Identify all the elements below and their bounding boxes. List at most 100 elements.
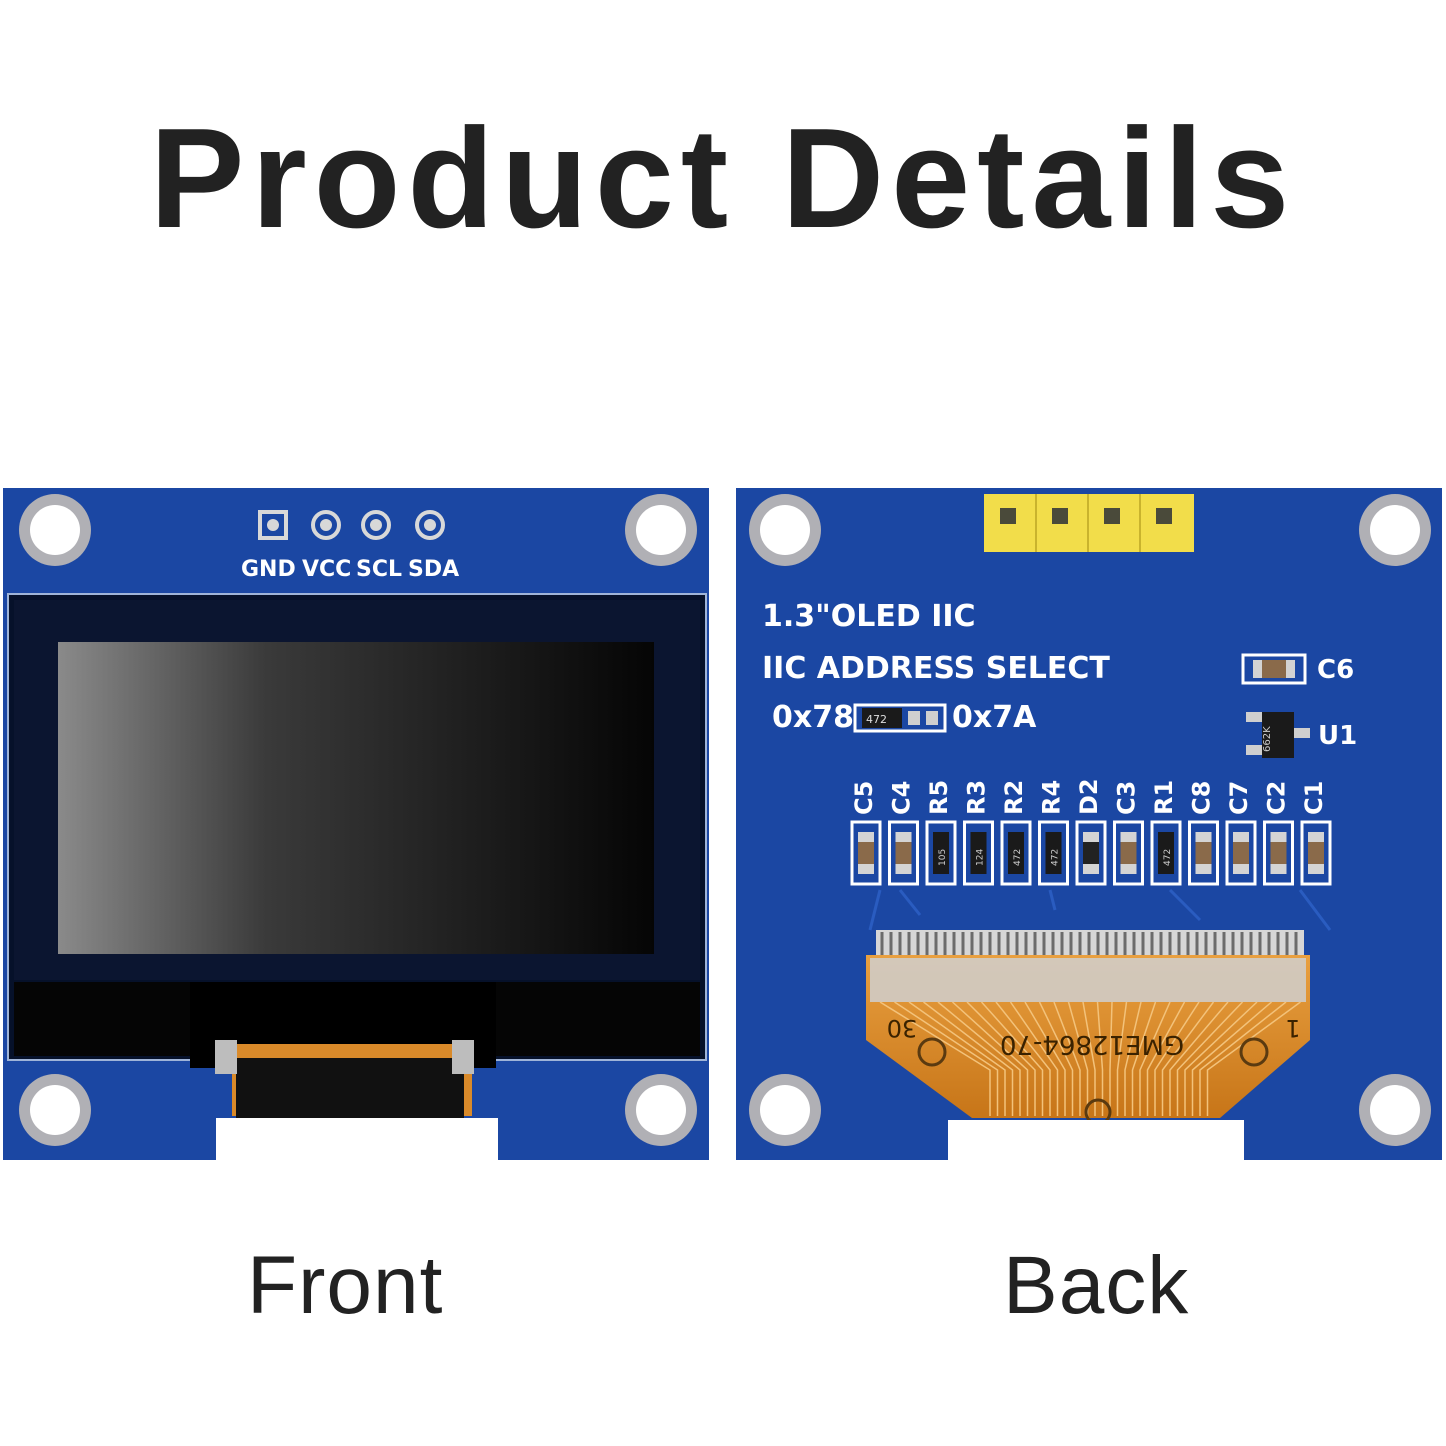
addr-resistor-code: 472 (866, 713, 887, 726)
caption-front: Front (247, 1240, 444, 1331)
component-part-r4 (1045, 832, 1062, 874)
flex-trace (1176, 1001, 1244, 1116)
component-label-r5: R5 (925, 780, 953, 815)
component-outline-c1 (1300, 820, 1332, 886)
flex-trace (1169, 1001, 1229, 1116)
silk-addr-0x7a: 0x7A (952, 700, 1037, 735)
component-label-r3: R3 (963, 780, 991, 815)
component-label-d2: D2 (1075, 778, 1103, 815)
component-outline-c8 (1188, 820, 1219, 886)
flex-trace (1184, 1001, 1258, 1116)
component-label-r4: R4 (1038, 780, 1066, 815)
flex-trace (1024, 1001, 1066, 1116)
flex-trace (1053, 1001, 1081, 1116)
component-outline-c4 (888, 820, 919, 886)
component-outline-r1 (1150, 820, 1182, 886)
flex-trace (1124, 1001, 1142, 1116)
flex-trace (894, 1001, 999, 1116)
caption-back: Back (1003, 1240, 1190, 1331)
component-outline-c2 (1263, 820, 1294, 886)
flex-trace (1191, 1001, 1272, 1116)
flex-trace (1146, 1001, 1186, 1116)
component-label-c4: C4 (888, 781, 916, 815)
flex-trace (980, 1001, 1044, 1116)
pcb-traces (868, 888, 1332, 931)
flex-trace (1131, 1001, 1157, 1116)
pin-label-scl: SCL (356, 557, 402, 582)
silk-c6: C6 (1317, 655, 1354, 685)
flex-trace (1067, 1001, 1089, 1116)
flex-trace (966, 1001, 1036, 1116)
silk-addr-0x78: 0x78 (772, 700, 854, 735)
component-outline-c7 (1225, 820, 1257, 886)
component-body-c8 (1195, 842, 1212, 864)
flex-trace (908, 1001, 1006, 1116)
back-pin-header (984, 494, 1194, 552)
pin-label-gnd: GND (241, 557, 296, 582)
flex-trace (1161, 1001, 1215, 1116)
component-outline-c5 (850, 820, 882, 886)
flex-trace (1109, 1001, 1113, 1116)
component-outline-d2 (1075, 820, 1107, 886)
page-title: Product Details (149, 99, 1297, 258)
flex-pin-first: 1 (1285, 1014, 1300, 1042)
flex-trace (1038, 1001, 1074, 1116)
component-code-r3: 124 (976, 849, 986, 866)
flex-trace (1009, 1001, 1059, 1116)
component-part-r2 (1008, 832, 1024, 874)
component-label-c5: C5 (850, 781, 878, 815)
flex-cable: GME12864-70 1 30 (866, 930, 1310, 1126)
component-part-r3 (970, 832, 987, 874)
front-module: GND VCC SCL SDA (3, 488, 709, 1162)
back-mounting-holes (749, 494, 1431, 1146)
component-outline-r3 (963, 820, 994, 886)
component-outline-r5 (925, 820, 957, 886)
component-label-c1: C1 (1300, 781, 1328, 815)
component-outline-c3 (1113, 820, 1144, 886)
pin-label-sda: SDA (408, 557, 459, 582)
component-body-c1 (1308, 842, 1324, 864)
flex-trace (1199, 1001, 1287, 1116)
component-body-c2 (1270, 842, 1287, 864)
front-mounting-holes (19, 494, 697, 1146)
component-code-r2: 472 (1013, 849, 1023, 866)
pin-label-vcc: VCC (302, 557, 351, 582)
flex-trace (1139, 1001, 1171, 1116)
component-body-c5 (858, 842, 874, 864)
u1-code: 662K (1262, 726, 1273, 752)
component-row: C5 C4 R5 105 R3 124 R2 472 R4 472 D2 C3 R1 472 C8 C7 C2 C… (850, 778, 1332, 886)
front-pin-pads (258, 510, 445, 540)
component-body-c7 (1233, 842, 1249, 864)
u1-chip (1262, 712, 1294, 758)
component-part-r1 (1158, 832, 1174, 874)
silk-u1: U1 (1318, 721, 1357, 751)
back-module: 1.3"OLED IIC IIC ADDRESS SELECT 0x78 472… (736, 488, 1442, 1162)
component-label-c8: C8 (1188, 781, 1216, 815)
component-outline-r4 (1038, 820, 1069, 886)
component-code-r4: 472 (1051, 849, 1061, 866)
component-label-r1: R1 (1150, 780, 1178, 815)
component-label-r2: R2 (1000, 780, 1028, 815)
silk-address-select: IIC ADDRESS SELECT (762, 651, 1110, 686)
flex-trace (1206, 1001, 1301, 1116)
component-label-c7: C7 (1225, 781, 1253, 815)
component-body-d2 (1083, 842, 1099, 864)
flex-trace (937, 1001, 1021, 1116)
component-label-c2: C2 (1263, 781, 1291, 815)
flex-trace (995, 1001, 1051, 1116)
component-label-c3: C3 (1113, 781, 1141, 815)
component-code-r1: 472 (1163, 849, 1173, 866)
component-body-c3 (1120, 842, 1137, 864)
component-body-c4 (895, 842, 912, 864)
flex-trace (1116, 1001, 1128, 1116)
component-part-r5 (933, 832, 949, 874)
component-outline-r2 (1000, 820, 1032, 886)
silk-model: 1.3"OLED IIC (762, 599, 976, 634)
component-code-r5: 105 (938, 849, 948, 866)
flex-label: GME12864-70 (1000, 1029, 1184, 1059)
oled-screen (58, 642, 654, 954)
flex-trace (951, 1001, 1029, 1116)
flex-trace (1154, 1001, 1200, 1116)
flex-trace (923, 1001, 1014, 1116)
